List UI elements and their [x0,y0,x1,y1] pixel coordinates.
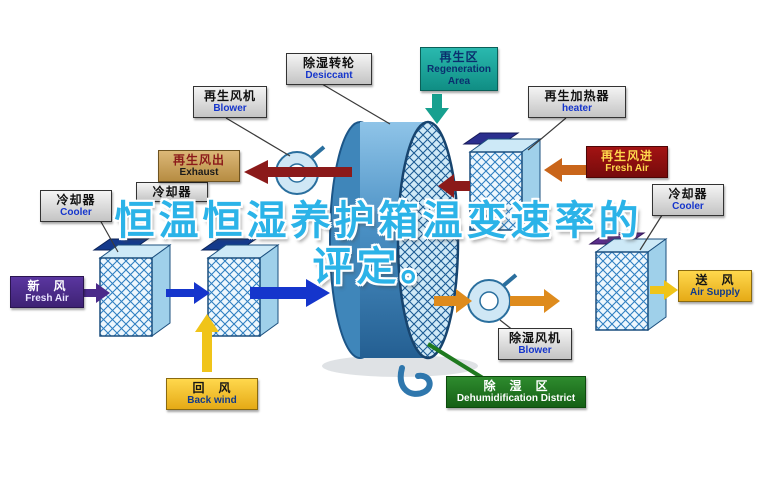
regen-heater-unit [462,132,542,231]
label-cooler-right: 冷却器 Cooler [652,184,724,216]
label-exhaust-en: Exhaust [179,167,219,179]
label-regen-blower-zh: 再生风机 [203,89,256,103]
label-cooler-mid: 冷却器 [136,182,208,203]
label-regen-fresh-air-zh: 再生风进 [600,149,653,163]
label-cooler-left-zh: 冷却器 [56,193,96,207]
label-back-wind: 回 风 Back wind [166,378,258,410]
label-cooler-right-zh: 冷却器 [668,187,708,201]
label-dehumid-blower: 除湿风机 Blower [498,328,572,360]
label-air-supply: 送 风 Air Supply [678,270,752,302]
arrow-process-2 [250,279,330,307]
label-back-wind-en: Back wind [187,395,237,407]
label-cooler-mid-zh: 冷却器 [152,185,192,199]
label-back-wind-zh: 回 风 [192,381,232,395]
label-dehumid-blower-en: Blower [518,345,552,357]
air-unit-left-1 [92,238,172,337]
page-title: 恒温恒湿养护箱温变速率的 评定。 [0,198,757,290]
arrow-heater-to-wheel [438,174,470,198]
label-regen-heater-en: heater [561,103,592,115]
arrow-fan-to-unit [510,289,560,313]
arrow-return-up [195,314,219,372]
label-regen-blower-en: Blower [213,103,247,115]
arrow-regen-area-down [425,94,449,124]
label-regen-fresh-air-en: Fresh Air [605,163,649,175]
label-cooler-right-en: Cooler [672,201,704,213]
label-exhaust-zh: 再生风出 [172,153,225,167]
label-fresh-air: 新 风 Fresh Air [10,276,84,308]
label-fresh-air-zh: 新 风 [27,279,67,293]
label-regen-area: 再生区 Regeneration Area [420,47,498,91]
label-desiccant-zh: 除湿转轮 [302,56,355,70]
arrow-regen-fresh-in [544,158,594,182]
label-desiccant-en: Desiccant [305,70,353,82]
label-air-supply-en: Air Supply [689,287,740,299]
arrow-wheel-to-fan [434,289,472,313]
label-regen-area-zh: 再生区 [439,50,479,64]
page-curl-mark [397,365,433,397]
arrow-air-supply-out [650,280,678,300]
label-air-supply-zh: 送 风 [695,273,735,287]
label-fresh-air-en: Fresh Air [25,293,69,305]
page-title-line1: 恒温恒湿养护箱温变速率的 [114,199,643,243]
label-dehumid-area-zh: 除 湿 区 [483,379,549,393]
label-exhaust: 再生风出 Exhaust [158,150,240,182]
label-regen-blower: 再生风机 Blower [193,86,267,118]
label-regen-heater: 再生加热器 heater [528,86,626,118]
label-dehumid-blower-zh: 除湿风机 [508,331,561,345]
arrow-process-1 [166,282,210,304]
label-regen-area-en: Regeneration Area [427,64,491,87]
label-cooler-left-en: Cooler [60,207,92,219]
label-regen-fresh-air: 再生风进 Fresh Air [586,146,668,178]
label-regen-heater-zh: 再生加热器 [544,89,610,103]
air-unit-right [588,232,668,331]
dehumid-area-connector [426,342,488,382]
arrow-fresh-air-in [68,283,110,303]
page-title-line2: 评定。 [312,245,445,289]
label-cooler-left: 冷却器 Cooler [40,190,112,222]
dehumid-blower-fan [467,273,518,323]
label-dehumid-area-en: Dehumidification District [456,393,576,405]
arrow-regen-exhaust-left [244,160,352,184]
label-dehumid-area: 除 湿 区 Dehumidification District [446,376,586,408]
label-desiccant: 除湿转轮 Desiccant [286,53,372,85]
